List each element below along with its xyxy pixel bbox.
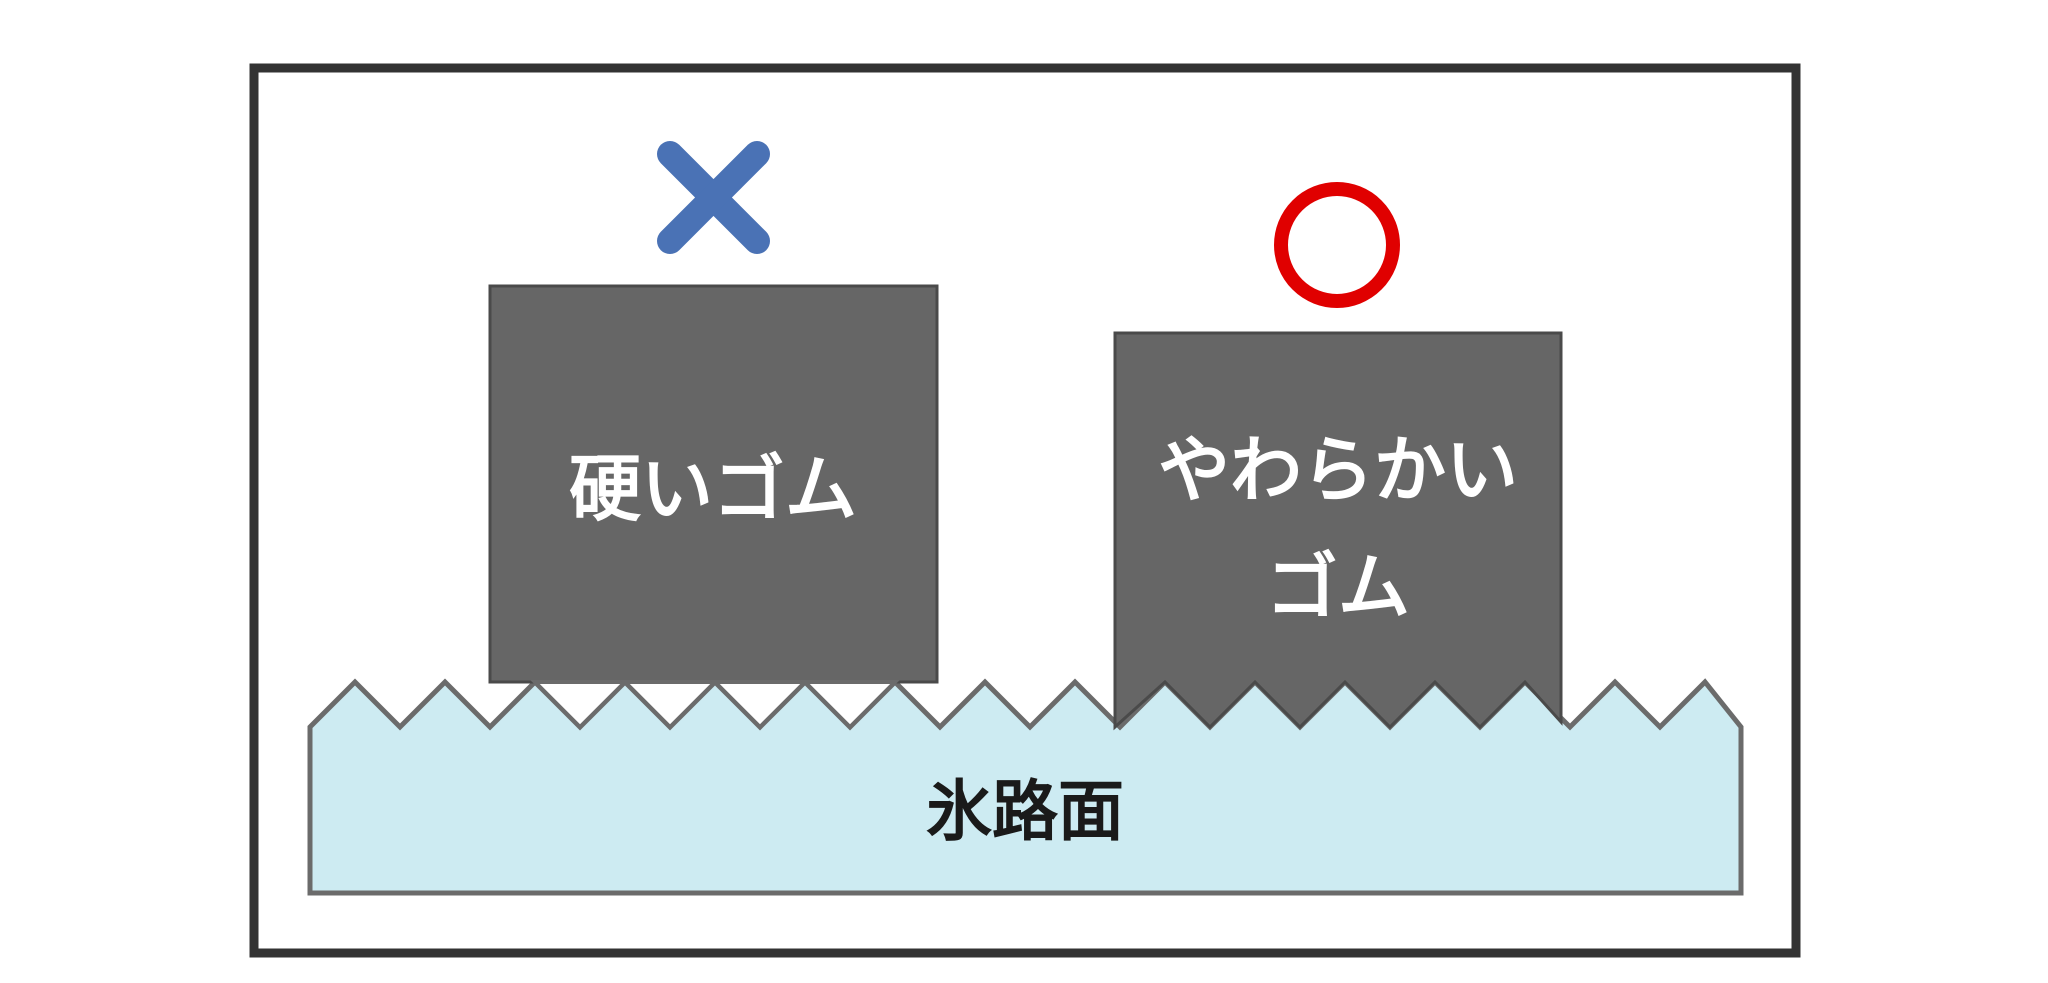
soft-rubber-label-line1: やわらかい [1158,428,1518,512]
air-gap [800,680,900,730]
air-gap [530,680,630,730]
soft-rubber-label-line2: ゴム [1266,545,1410,629]
hard-rubber-label: 硬いゴム [569,447,857,531]
cross-icon [657,141,770,254]
soft-rubber-block [1113,331,1563,731]
circle-icon [1274,182,1400,308]
air-gap [710,680,810,730]
ice-road-label: 氷路面 [926,773,1124,850]
air-gap [620,680,720,730]
